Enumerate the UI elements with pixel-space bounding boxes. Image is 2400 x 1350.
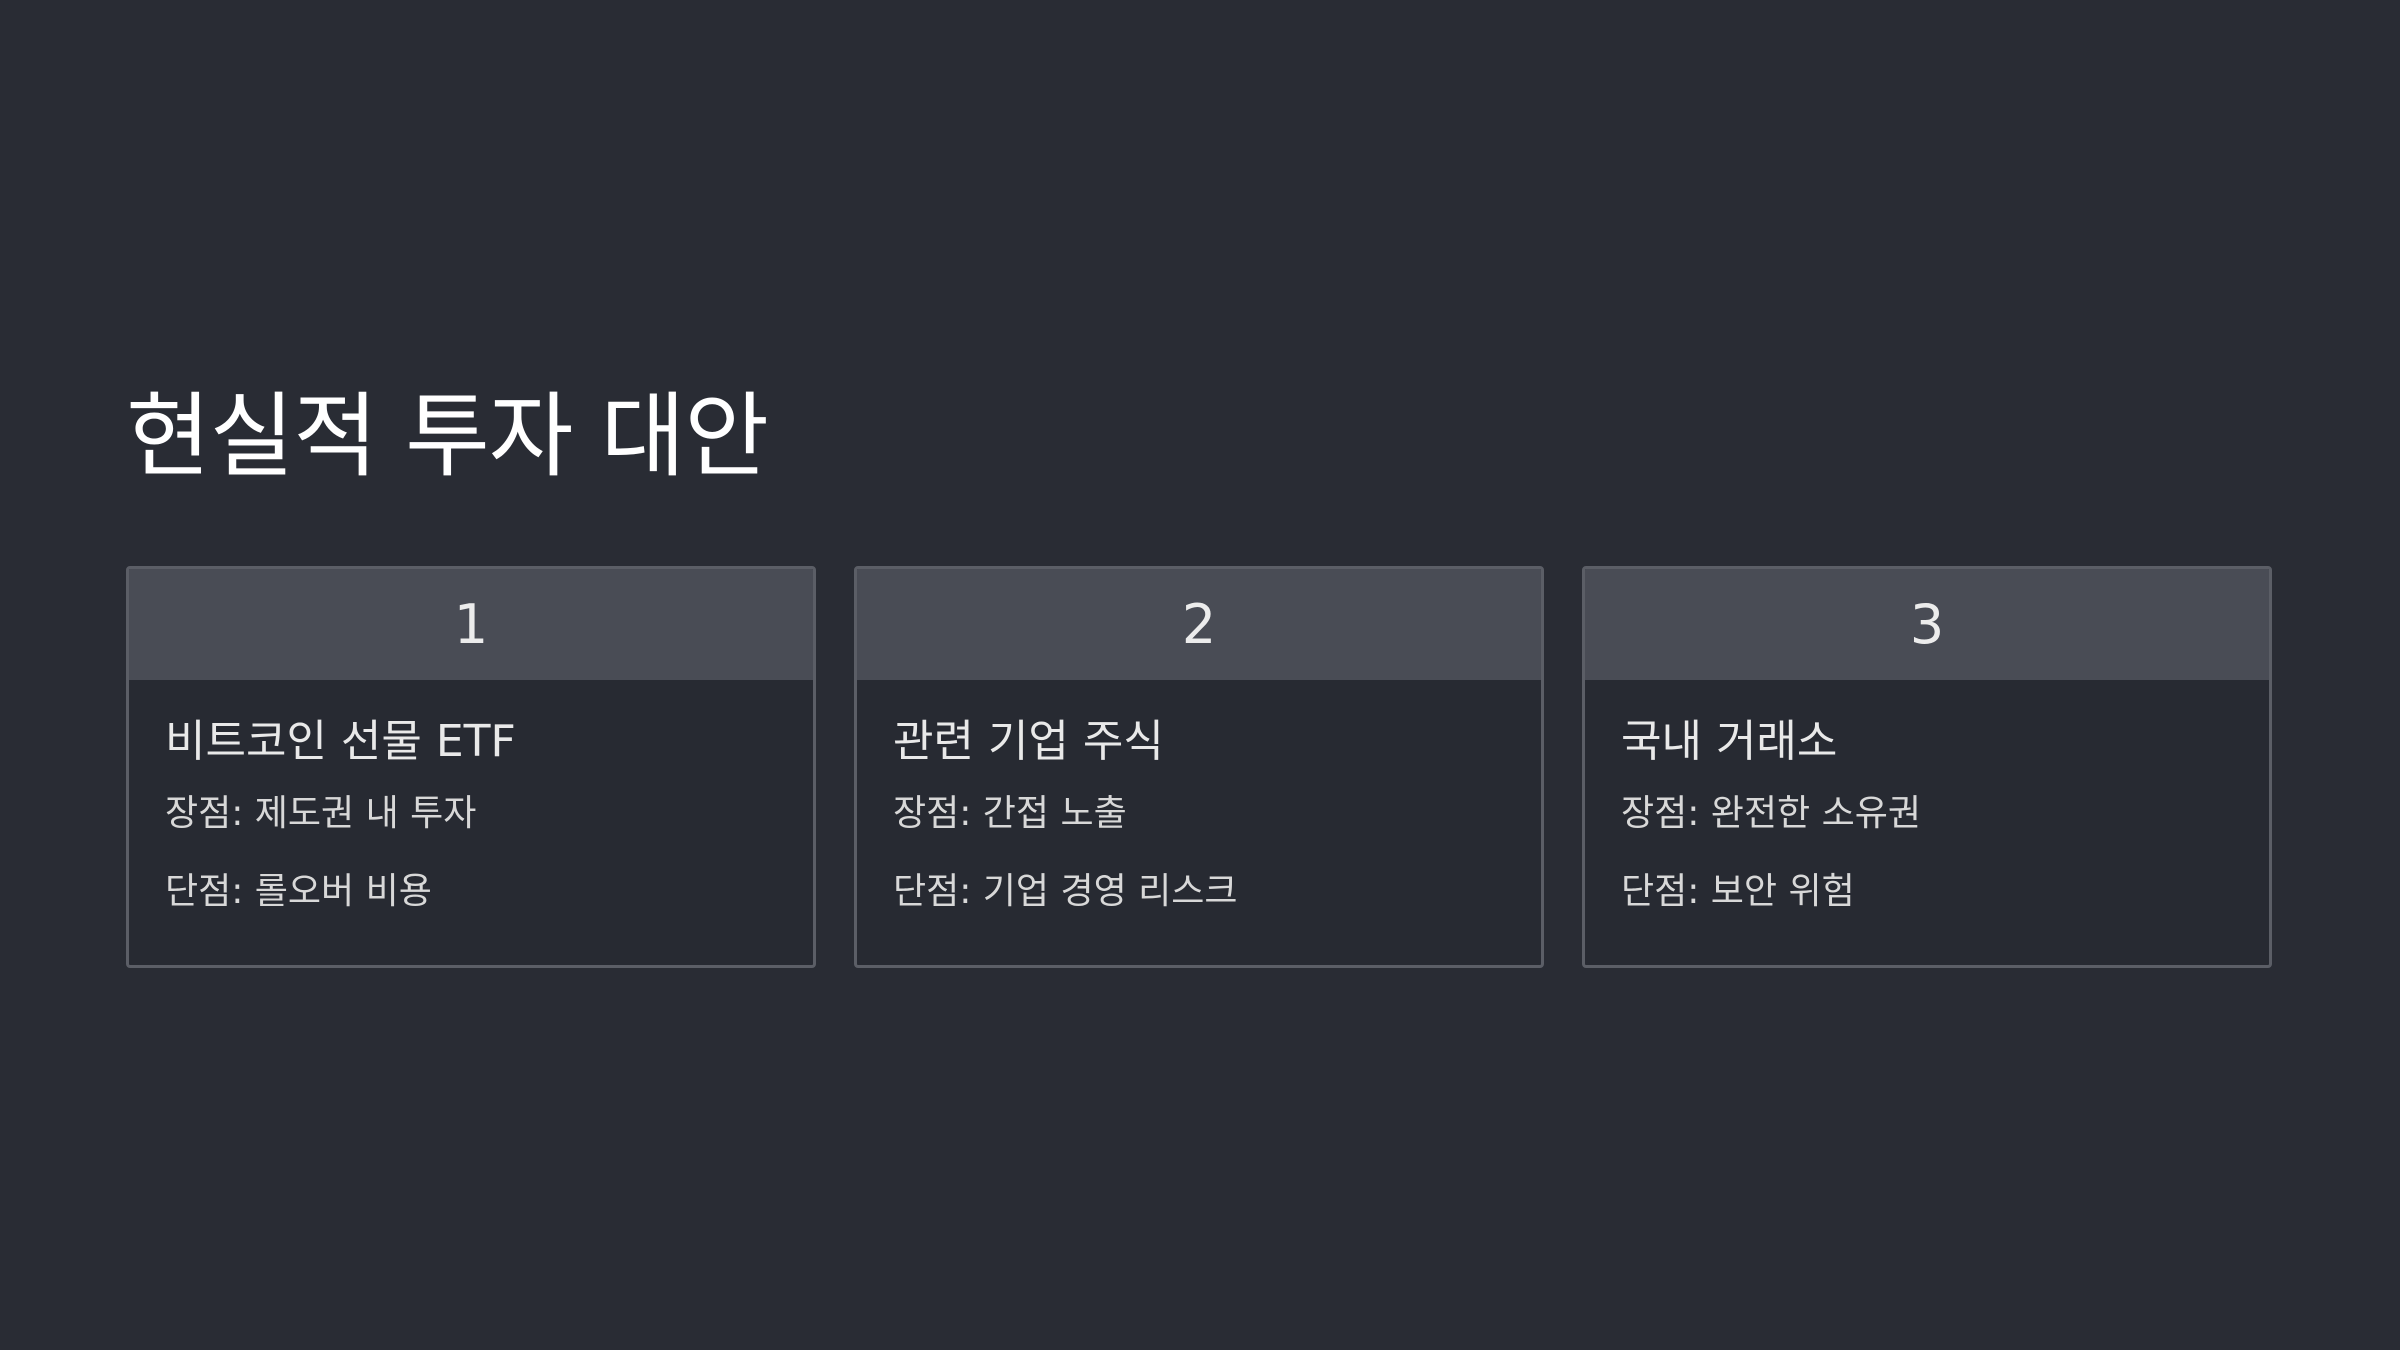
- card-con: 단점: 보안 위험: [1621, 871, 1855, 912]
- card-con: 단점: 롤오버 비용: [165, 871, 432, 912]
- card-1: 1 비트코인 선물 ETF 장점: 제도권 내 투자 단점: 롤오버 비용: [126, 566, 816, 968]
- card-body: 관련 기업 주식 장점: 간접 노출 단점: 기업 경영 리스크: [857, 714, 1541, 916]
- card-number: 1: [129, 569, 813, 680]
- card-title: 국내 거래소: [1621, 716, 1838, 767]
- card-pro: 장점: 완전한 소유권: [1621, 793, 1921, 834]
- card-title: 비트코인 선물 ETF: [165, 716, 516, 767]
- card-pro: 장점: 간접 노출: [893, 793, 1127, 834]
- card-2: 2 관련 기업 주식 장점: 간접 노출 단점: 기업 경영 리스크: [854, 566, 1544, 968]
- page-title: 현실적 투자 대안: [126, 383, 769, 490]
- card-body: 비트코인 선물 ETF 장점: 제도권 내 투자 단점: 롤오버 비용: [129, 714, 813, 916]
- card-pro: 장점: 제도권 내 투자: [165, 793, 477, 834]
- card-con: 단점: 기업 경영 리스크: [893, 871, 1238, 912]
- card-3: 3 국내 거래소 장점: 완전한 소유권 단점: 보안 위험: [1582, 566, 2272, 968]
- card-number: 2: [857, 569, 1541, 680]
- card-number: 3: [1585, 569, 2269, 680]
- card-body: 국내 거래소 장점: 완전한 소유권 단점: 보안 위험: [1585, 714, 2269, 916]
- cards-container: 1 비트코인 선물 ETF 장점: 제도권 내 투자 단점: 롤오버 비용 2 …: [126, 566, 2274, 968]
- card-title: 관련 기업 주식: [893, 716, 1164, 767]
